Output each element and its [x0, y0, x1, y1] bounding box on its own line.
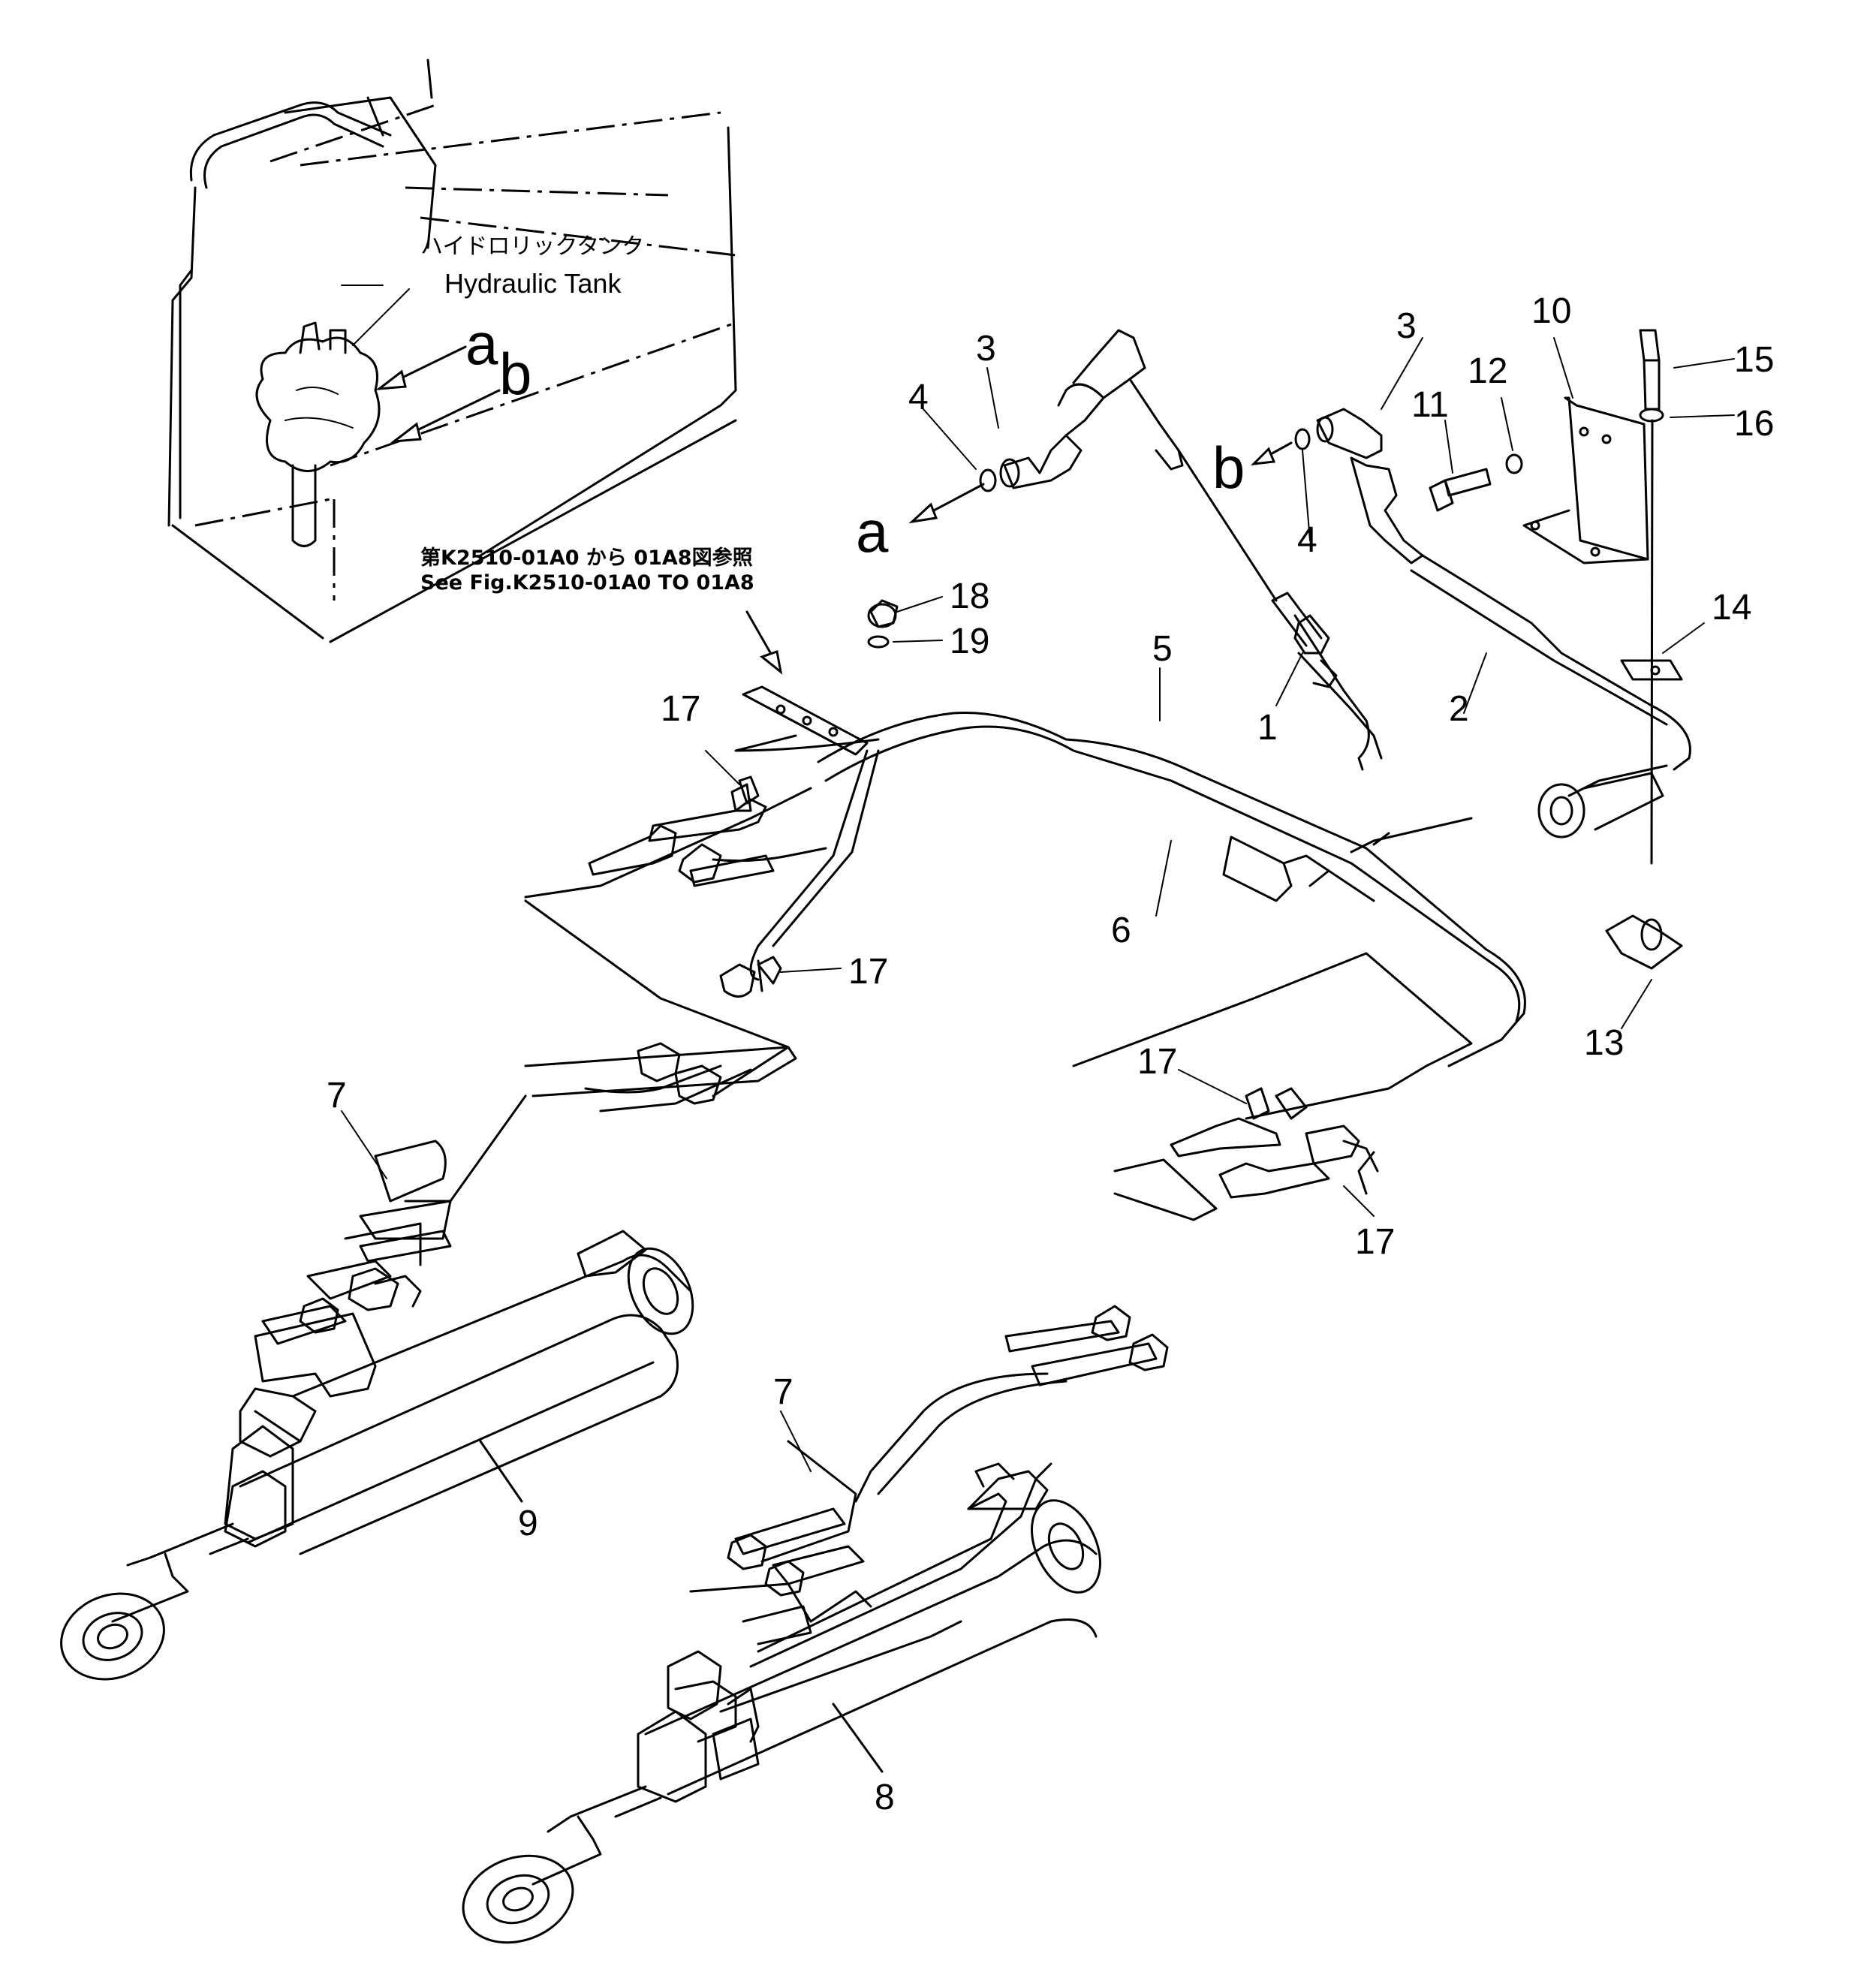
callout-7-left: 7 — [327, 1076, 347, 1115]
callout-17-upper-right: 17 — [1137, 1042, 1177, 1082]
callout-4-right: 4 — [1297, 520, 1317, 560]
callout-2: 2 — [1449, 689, 1469, 729]
callout-9: 9 — [518, 1504, 538, 1543]
callout-14: 14 — [1712, 588, 1751, 628]
callout-10: 10 — [1531, 291, 1571, 331]
callout-numbers: 1 2 3 3 4 4 5 6 7 7 8 9 10 11 12 13 14 1… — [327, 291, 1774, 1817]
port-label-a-tank: a — [465, 311, 498, 377]
port-label-b-tank: b — [499, 341, 531, 407]
callout-17-lower-right: 17 — [1355, 1222, 1395, 1262]
tank-label-jp: ハイドロリックタンク — [420, 233, 644, 260]
callout-15: 15 — [1734, 340, 1774, 380]
bracket-assembly — [1429, 329, 1683, 970]
reference-note-jp: 第K2510-01A0 から 01A8図参照 — [420, 546, 753, 570]
left-upper-fittings — [588, 599, 899, 998]
callout-7-right: 7 — [773, 1372, 793, 1412]
callout-19: 19 — [950, 622, 989, 661]
fitting-group-a: a — [856, 329, 1383, 771]
callout-17-lower-left: 17 — [848, 952, 888, 992]
main-pipe-run — [524, 711, 1526, 1120]
port-label-a: a — [856, 498, 889, 565]
callout-1: 1 — [1257, 708, 1278, 748]
callout-13: 13 — [1584, 1023, 1624, 1063]
callout-16: 16 — [1734, 404, 1774, 444]
port-label-b: b — [1212, 435, 1245, 501]
callout-8: 8 — [875, 1778, 895, 1817]
reference-note: 第K2510-01A0 から 01A8図参照 See Fig.K2510-01A… — [420, 546, 783, 675]
callout-4-left: 4 — [908, 378, 929, 417]
callout-5: 5 — [1152, 629, 1173, 669]
leader-lines — [341, 337, 1735, 1472]
callout-3-right: 3 — [1396, 306, 1417, 346]
cylinder-8 — [462, 1305, 1169, 1944]
callout-11: 11 — [1411, 385, 1449, 425]
hydraulic-tank: ハイドロリックタンク Hydraulic Tank a b — [167, 59, 737, 643]
callout-18: 18 — [950, 577, 989, 616]
tank-label-en: Hydraulic Tank — [444, 268, 622, 299]
callout-17-upper-left: 17 — [661, 689, 700, 729]
reference-note-en: See Fig.K2510-01A0 TO 01A8 — [420, 571, 754, 595]
callout-12: 12 — [1468, 351, 1507, 391]
fitting-group-b: b — [1212, 408, 1691, 838]
callout-3-left: 3 — [976, 329, 996, 369]
cylinder-9 — [60, 1042, 797, 1681]
right-middle-fittings — [1113, 1087, 1379, 1221]
callout-6: 6 — [1111, 911, 1131, 950]
